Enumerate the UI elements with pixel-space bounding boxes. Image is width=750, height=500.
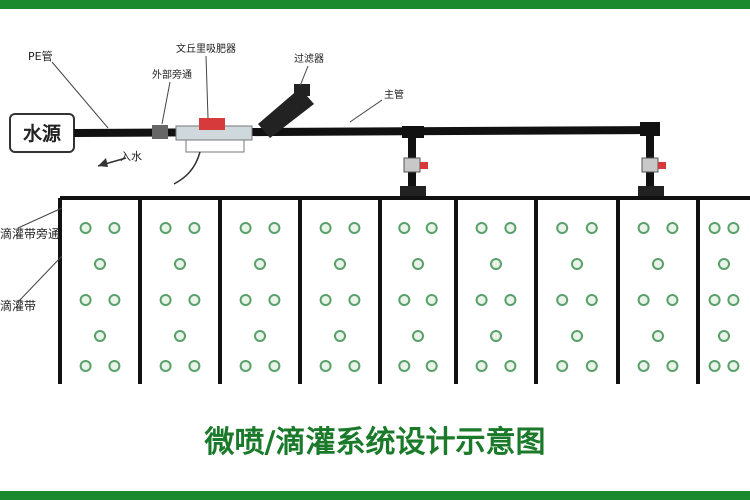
plant-icon [666,360,679,372]
plant-icon [718,258,730,270]
plant-icon [412,258,424,270]
plant-icon [412,330,424,342]
plant-icon [490,258,502,270]
bypass-label: 外部旁通 [152,68,192,81]
plant-icon [94,330,106,342]
drop-fitting-left [400,186,426,196]
plant-icon [268,222,281,234]
plant-icon [727,360,740,372]
diagram-title: 微喷/滴灌系统设计示意图 [204,425,546,460]
plant-icon [239,360,252,372]
plant-icon [239,222,252,234]
plant-icon [188,222,201,234]
plant-icon [504,360,517,372]
plant-icon [188,294,201,306]
plant-icon [425,360,438,372]
tee-fitting-left [402,126,424,138]
plant-icon [319,222,332,234]
plant-icon [319,360,332,372]
main-pipe [73,126,651,137]
water-source-label: 水源 [23,122,61,145]
plant-icon [79,360,92,372]
plant-icon [334,258,346,270]
plant-icon [159,360,172,372]
plant-icon [268,294,281,306]
plant-icon [188,360,201,372]
plant-icon [79,222,92,234]
plant-icon [571,330,583,342]
plant-icon [334,330,346,342]
pe-pipe-label: PE管 [28,49,53,63]
plant-icon [637,222,650,234]
plant-icon [254,258,266,270]
plant-icon [159,294,172,306]
injector-label: 文丘里吸肥器 [176,42,236,55]
plant-icon [708,294,721,306]
plant-icon [159,222,172,234]
plant-icon [108,222,121,234]
plant-icon [666,294,679,306]
plant-icon [490,330,502,342]
plant-icon [585,360,598,372]
drop-valve-left [403,157,428,173]
plant-icon [475,294,488,306]
plant-icon [652,258,664,270]
plant-icon [174,258,186,270]
plant-icon [652,330,664,342]
plant-icon [666,222,679,234]
plant-icon [504,222,517,234]
plant-icon [108,360,121,372]
planting-beds [58,198,740,384]
plant-icon [94,258,106,270]
drop-valve-right [641,157,666,173]
plant-icon [556,294,569,306]
plant-icon [504,294,517,306]
plant-icon [425,294,438,306]
plant-icon [239,294,252,306]
drip-tape-label: 滴灌带 [0,298,36,313]
plant-icon [637,360,650,372]
plant-icon [398,222,411,234]
plant-icon [79,294,92,306]
plant-icon [425,222,438,234]
venturi-injector [173,118,253,185]
plant-icon [556,360,569,372]
plant-icon [708,222,721,234]
plant-icon [708,360,721,372]
plant-icon [727,294,740,306]
plant-icon [718,330,730,342]
plant-icon [174,330,186,342]
drip-tape-bypass-label: 滴灌带旁通 [0,226,60,241]
plant-icon [348,222,361,234]
elbow-fitting-right [640,122,660,136]
bypass-valve [152,125,168,139]
inflow-label: 入水 [120,150,142,163]
plant-icon [348,360,361,372]
plant-icon [268,360,281,372]
filter [258,84,314,138]
plant-icon [556,222,569,234]
plant-icon [398,360,411,372]
plant-icon [571,258,583,270]
plant-icon [348,294,361,306]
plant-icon [319,294,332,306]
main-pipe-label: 主管 [384,88,404,101]
plant-icon [637,294,650,306]
plant-icon [585,294,598,306]
drop-fitting-right [638,186,664,196]
plant-icon [254,330,266,342]
plant-icon [475,360,488,372]
plant-icon [727,222,740,234]
filter-label: 过滤器 [294,52,324,65]
plant-icon [398,294,411,306]
plant-icon [108,294,121,306]
plant-icon [585,222,598,234]
plant-icon [475,222,488,234]
